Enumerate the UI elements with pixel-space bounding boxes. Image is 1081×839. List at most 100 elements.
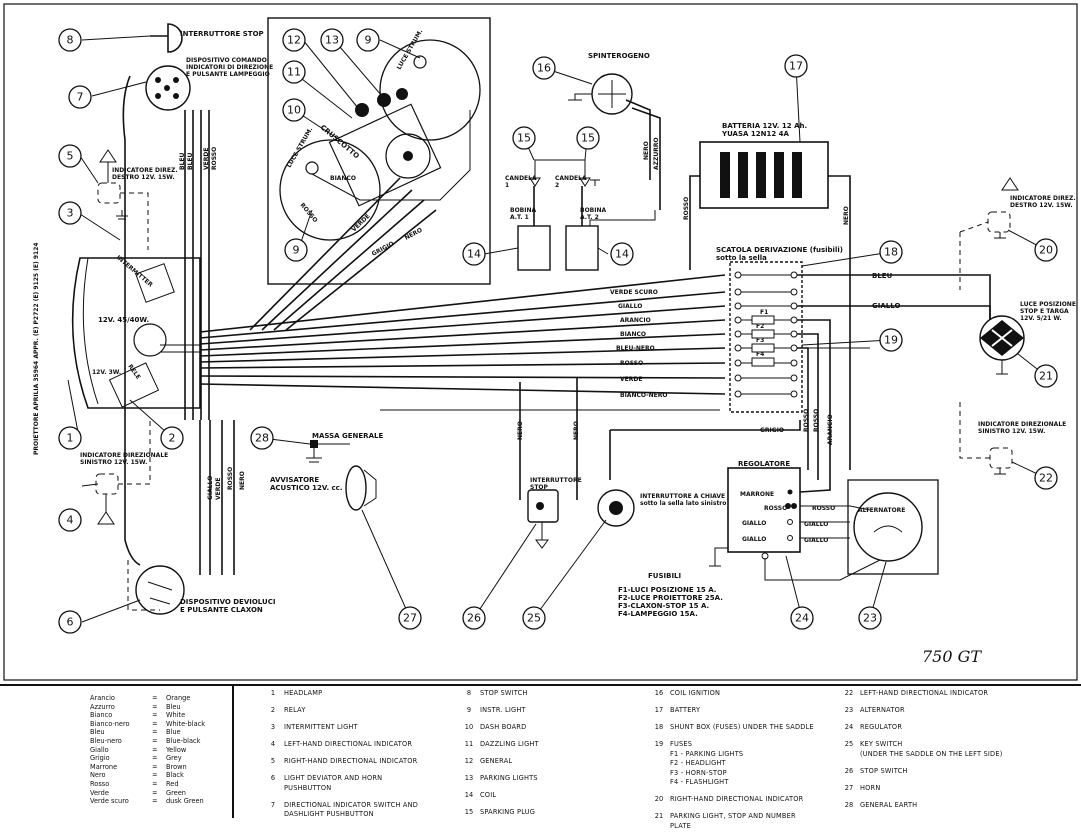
f1-label: F1 [760,309,768,316]
legend-column: 1Headlamp 2Relay 3Intermittent light 4Left-… [262,689,442,827]
color-legend-row: Azzurro=Bleu [90,703,230,712]
legend-item: 3Intermittent light [262,723,442,733]
equals-sign: = [152,754,158,763]
wire-rosso-h: ROSSO [620,360,643,367]
legend-column: 16Coil ignition17Battery18Shunt box (fus… [648,689,828,839]
legend-item: 17Battery [648,706,828,716]
cruscotto-label: CRUSCOTTO [319,123,361,160]
legend-item-text: Headlamp [284,689,323,697]
wire-nero-1: NERO [239,471,246,490]
legend-item-text: Dazzling light [480,739,539,748]
legend-item: 21Parking light, stop and number plate [648,812,828,831]
legend-item: 10Dash board [458,723,638,733]
alternator [847,479,939,575]
equals-sign: = [152,771,158,780]
color-legend-row: Bleu-nero=Blue-black [90,737,230,746]
equals-sign: = [152,711,158,720]
legend-item-text: Alternator [860,705,905,714]
headlamp: 12V. 45/40W. 12V. 3W. INTERMITTER RELE [71,254,201,409]
legend-item: 8Stop switch [458,689,638,699]
alternatore-label: ALTERNATORE [858,507,905,514]
callout-24: 24 [795,612,809,625]
intermitter-label: INTERMITTER [115,254,155,289]
callout-8: 8 [67,34,74,47]
callout-16: 16 [537,62,551,75]
callout-9b: 9 [293,244,300,257]
legend-item-text: Parking lights [480,773,538,782]
legend-item: 2Relay [262,706,442,716]
wire-giallo-alt-2: GIALLO [804,537,828,544]
callout-22: 22 [1039,472,1053,485]
wire-giallo-right: GIALLO [872,302,900,310]
light-deviator [127,560,185,615]
legend-item-text: Coil [480,790,497,799]
color-english: Orange [166,694,191,702]
legend-item: 12General [458,757,638,767]
tail-lamp [979,315,1025,375]
component-legend: 1Headlamp 2Relay 3Intermittent light 4Left-… [262,689,1077,830]
legend-item: 1Headlamp [262,689,442,699]
color-italian: Bianco [90,711,113,720]
legend-item-number: 23 [844,705,854,714]
color-italian: Azzurro [90,702,115,711]
callout-13: 13 [325,34,339,47]
legend-item-text: Right-hand directional indicator [670,795,804,804]
wire-giallo-reg-1: GIALLO [742,520,766,527]
color-legend-row: Verde=Green [90,789,230,798]
legend-item: 24Regulator [838,723,1073,733]
regolatore-label: REGOLATORE [738,460,790,468]
shunt-box [729,261,803,413]
legend-item-text: Intermittent light [284,722,358,731]
legend-item-text: Key switch (under the saddle on the left… [860,739,1003,758]
color-english: White [166,711,186,720]
wire-rosso-box-1: ROSSO [803,409,810,432]
color-italian: Verde scuro [90,797,129,806]
model-title: 750 GT [922,647,982,666]
scatola-text: SCATOLA DERIVAZIONE (fusibili)sotto la s… [716,246,843,262]
wire-nero-stop-2: NERO [573,421,580,440]
equals-sign: = [152,736,158,745]
color-english: Blue [166,728,181,737]
legend-item-text: Coil ignition [670,689,721,697]
fusibili-title: FUSIBILI [648,572,681,580]
color-italian: Grigio [90,754,110,763]
color-italian: Giallo [90,745,109,754]
spark-plugs [529,159,600,187]
legend-item-number: 15 [464,807,474,816]
interruttore-stop-top-label: INTERRUTTORE STOP [180,30,264,38]
legend-item-number: 21 [654,812,664,821]
legend-item: 20Right-hand directional indicator [648,795,828,805]
dashboard-instruments [279,39,481,241]
legend-divider [232,686,234,818]
color-english: Grey [166,754,182,763]
callout-9a: 9 [365,34,372,47]
wire-giallo-1: GIALLO [207,476,214,500]
legend-item-number: 12 [464,756,474,765]
wire-giallo-alt-1: GIALLO [804,521,828,528]
legend-item-number: 18 [654,722,664,731]
color-legend-row: Marrone=Brown [90,763,230,772]
key-switch [597,489,635,527]
equals-sign: = [152,788,158,797]
legend-column: 22Left-hand directional indicator23Alter… [838,689,1073,817]
legend-item: 4Left-hand directional indicator [262,740,442,750]
callout-19: 19 [884,334,898,347]
legend-item: 26Stop switch [838,767,1073,777]
wiring-diagram: 12V. 45/40W. 12V. 3W. INTERMITTER RELE P… [3,3,1078,681]
callout-14b: 14 [615,248,629,261]
legend-item: 7Directional indicator switch and dashli… [262,801,442,820]
callout-2: 2 [169,432,176,445]
wire-verde-scuro: VERDE SCURO [610,289,658,296]
color-italian: Bleu-nero [90,736,122,745]
legend-item-number: 10 [464,722,474,731]
headlamp-bulb-label: 12V. 45/40W. [98,316,149,324]
dashboard-box [267,17,491,285]
callout-15b: 15 [581,132,595,145]
callout-23: 23 [863,612,877,625]
wire-arancio-box: ARANCIO [827,414,834,445]
